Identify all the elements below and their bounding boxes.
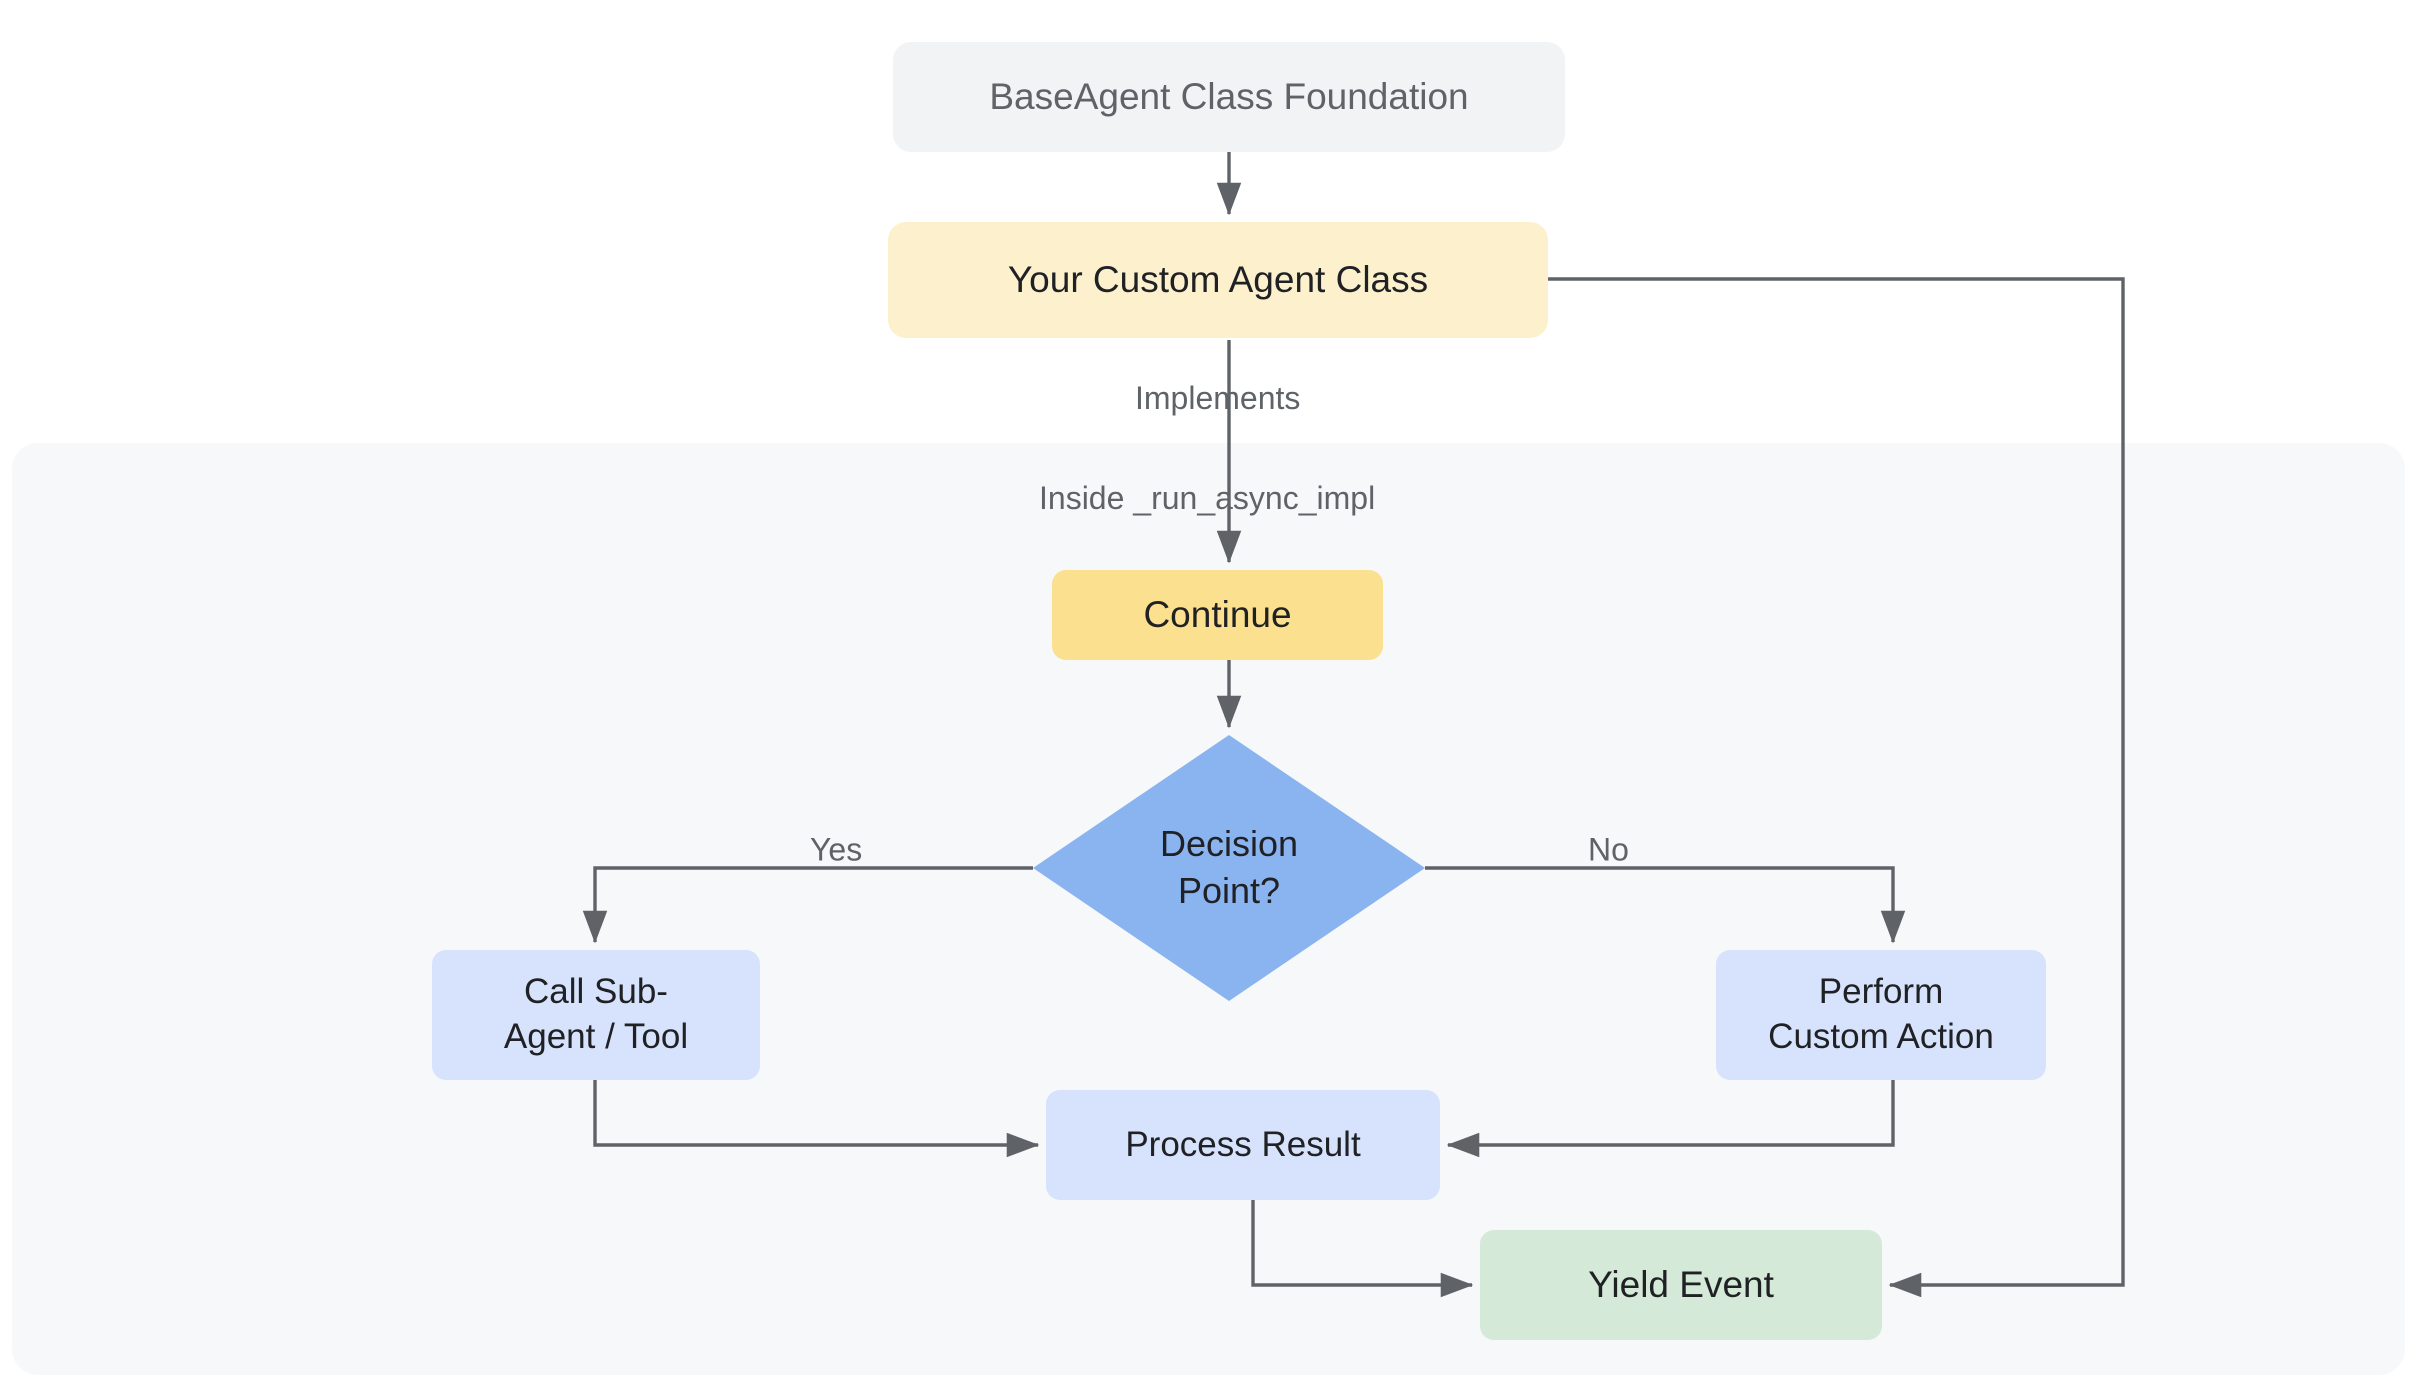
node-call-sub-agent-tool[interactable]: Call Sub- Agent / Tool [432, 950, 760, 1080]
edge-label-yes: Yes [810, 831, 863, 868]
node-perform-custom-action[interactable]: Perform Custom Action [1716, 950, 2046, 1080]
node-decision-point-label: Decision Point? [1159, 823, 1299, 911]
edge-label-implements: Implements [1135, 380, 1301, 416]
node-continue[interactable]: Continue [1052, 570, 1383, 660]
node-baseagent-class-foundation[interactable]: BaseAgent Class Foundation [893, 42, 1565, 152]
node-decision-point[interactable]: Decision Point? [1033, 735, 1425, 1001]
edge-label-inside-run-async-impl: Inside _run_async_impl [1039, 480, 1376, 516]
edge-label-no: No [1588, 831, 1629, 868]
node-process-result[interactable]: Process Result [1046, 1090, 1440, 1200]
node-your-custom-agent-class[interactable]: Your Custom Agent Class [888, 222, 1548, 338]
node-yield-event[interactable]: Yield Event [1480, 1230, 1882, 1340]
